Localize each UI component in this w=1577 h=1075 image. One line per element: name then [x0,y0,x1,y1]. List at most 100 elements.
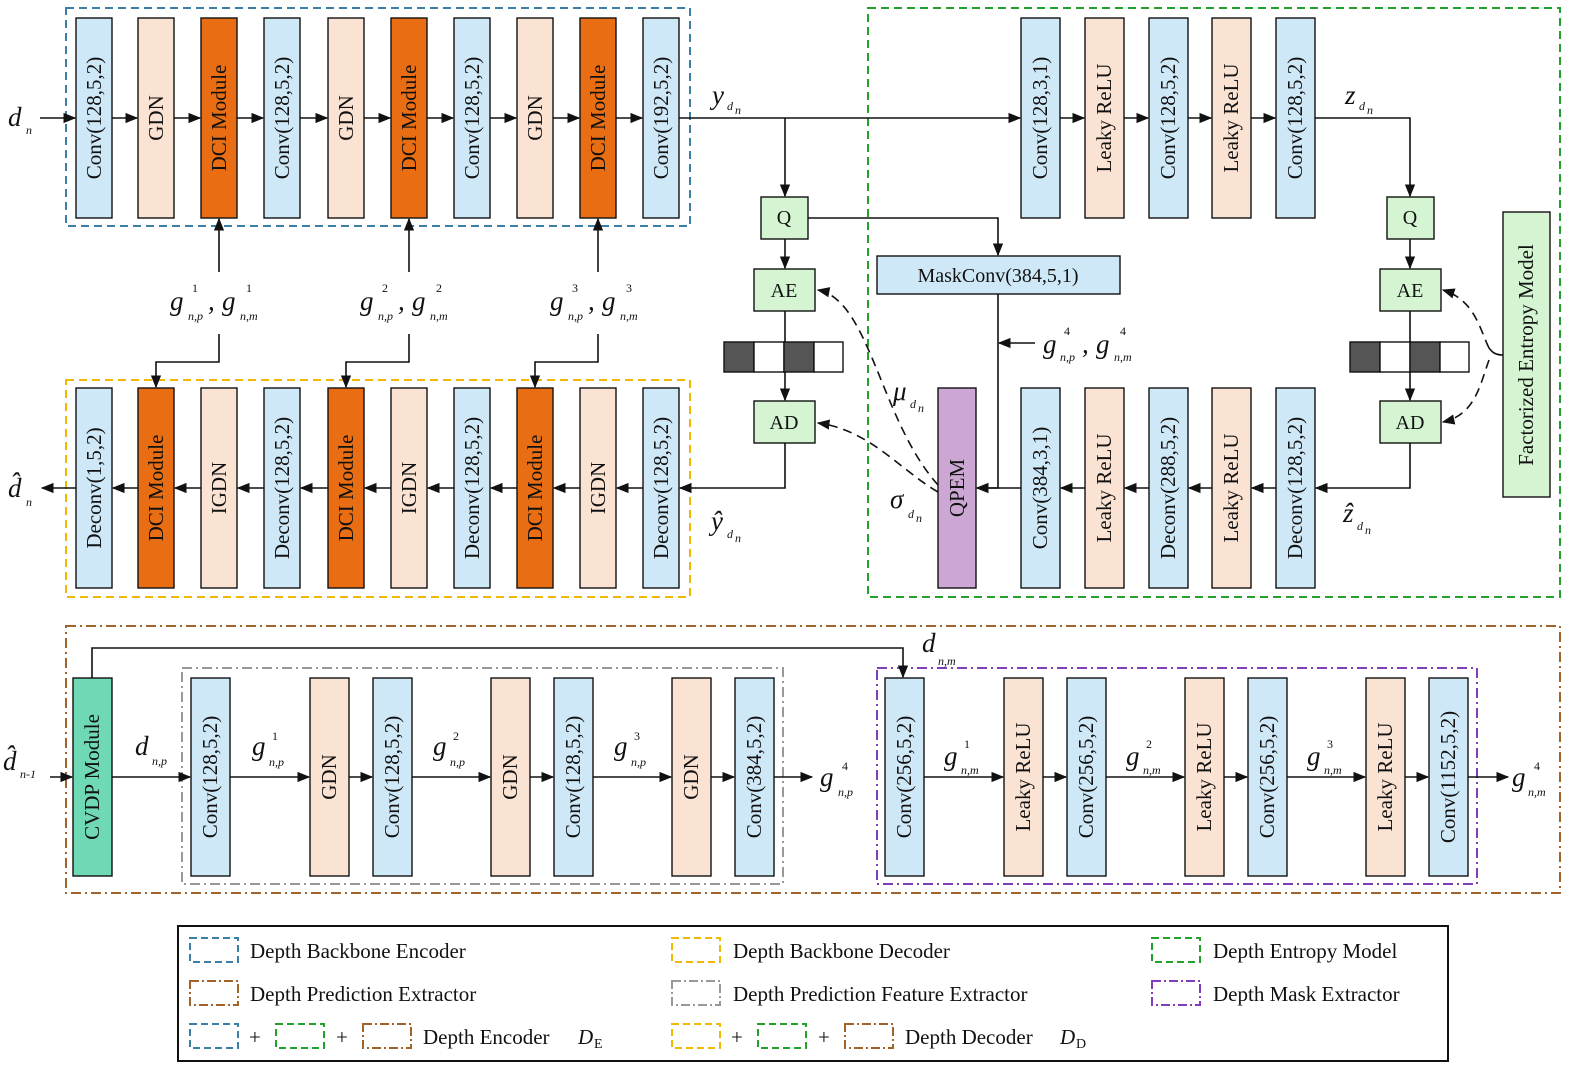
legend-item-backbone-encoder: Depth Backbone Encoder [189,937,466,963]
legend-encoder-symbol: D [577,1025,593,1049]
he-lrelu1-label: Leaky ReLU [1092,63,1116,172]
comma-g1: , [208,286,215,316]
d-n-input-symbol: d n [8,102,32,137]
g4p-main: g [1043,329,1057,359]
enc-gdn3-label: GDN [523,95,547,141]
dec-deconv3-label: Deconv(128,5,2) [460,417,484,559]
mk-conv1-label: Conv(256,5,2) [892,716,916,839]
y-dn-subsub: n [735,103,741,117]
y-hat-sub: d [727,527,734,541]
enc-dci3-block: DCI Module [579,17,617,219]
d-n-sub: n [26,123,32,137]
g1m-main: g [222,286,236,316]
enc-gdn1-block: GDN [137,17,175,219]
bitstream2 [1349,341,1470,373]
legend-item-prediction-feature-extractor: Depth Prediction Feature Extractor [671,980,1027,1006]
mk-conv1-block: Conv(256,5,2) [884,677,925,877]
g2p-sub: n,p [378,309,393,323]
g1p-sub: n,p [188,309,203,323]
legend-encoder-sub: E [594,1037,603,1052]
cvdp-label: CVDP Module [80,714,104,840]
z-hat-dn-symbol: ẑ d n [1342,498,1371,537]
mu-dn-symbol: μ d n [892,376,924,415]
dec-igdn2-block: IGDN [390,387,428,589]
hd-lrelu2-label: Leaky ReLU [1219,433,1243,542]
mu-main: μ [892,376,907,406]
g3p-sub: n,p [568,309,583,323]
legend-mask-extractor-text: Depth Mask Extractor [1213,982,1400,1006]
g2p-inline-symbol: g 2 n,p [433,729,465,769]
pf-conv4-label: Conv(384,5,2) [742,716,766,839]
ae2-label: AE [1397,280,1424,302]
g2m-inline-main: g [1126,741,1140,771]
d-nm-symbol: d n,m [922,628,956,668]
dec-deconv1-label: Deconv(1,5,2) [82,427,106,548]
g4m-out-main: g [1512,762,1526,792]
legend-backbone-encoder-text: Depth Backbone Encoder [250,939,466,963]
legend-item-prediction-extractor: Depth Prediction Extractor [189,980,476,1006]
g1p-inline-sup: 1 [272,729,278,743]
q1-label: Q [777,207,792,229]
g1p-sup: 1 [192,281,198,295]
mk-conv4-block: Conv(1152,5,2) [1428,677,1469,877]
g4m-out-sub: n,m [1528,785,1546,799]
y-dn-sub: d [727,99,734,113]
fem-label: Factorized Entropy Model [1514,244,1538,466]
hd-conv1-label: Conv(384,3,1) [1028,427,1052,550]
sigma-subsub: n [916,511,922,525]
entropy-model-frame [867,7,1561,598]
d-hat-n1-sub: n-1 [20,767,36,781]
prediction-extractor-frame [65,625,1561,894]
pf-conv2-label: Conv(128,5,2) [380,716,404,839]
enc-dci1-block: DCI Module [200,17,238,219]
comma-g2: , [398,286,405,316]
mk-conv3-block: Conv(256,5,2) [1247,677,1288,877]
enc-conv1-block: Conv(128,5,2) [75,17,113,219]
dec-dci3-label: DCI Module [523,435,547,542]
d-n-main: d [8,102,22,132]
d-hat-n1-symbol: d̂ n-1 [3,746,36,781]
g2p-main: g [360,286,374,316]
z-hat-main: ẑ [1342,498,1354,528]
q1-block: Q [760,196,809,240]
pf-conv3-block: Conv(128,5,2) [553,677,594,877]
g1p-main: g [170,286,184,316]
hd-deconv1-block: Deconv(288,5,2) [1148,387,1189,589]
enc-dci1-label: DCI Module [207,65,231,172]
legend-item-mask-extractor: Depth Mask Extractor [1151,980,1400,1006]
d-hat-n-output-symbol: d̂ n [8,473,32,509]
hd-lrelu2-block: Leaky ReLU [1211,387,1252,589]
mk-conv4-label: Conv(1152,5,2) [1436,711,1460,843]
dec-igdn3-block: IGDN [579,387,617,589]
g2m-sub: n,m [430,309,448,323]
g1m-inline-main: g [944,741,958,771]
hd-deconv2-block: Deconv(128,5,2) [1275,387,1316,589]
legend-plus-3: + [731,1025,743,1049]
enc-conv1-label: Conv(128,5,2) [82,57,106,180]
comma-g4: , [1082,329,1089,359]
g3m-inline-sub: n,m [1324,763,1342,777]
legend-plus-1: + [249,1025,261,1049]
legend-item-depth-encoder: + + Depth Encoder D E [189,1023,603,1052]
dec-deconv2-label: Deconv(128,5,2) [270,417,294,559]
g4p-out-main: g [820,762,834,792]
g1m-sub: n,m [240,309,258,323]
dec-deconv4-label: Deconv(128,5,2) [649,417,673,559]
g3p-inline-sub: n,p [631,755,646,769]
enc-gdn1-label: GDN [144,95,168,141]
g3m-inline-symbol: g 3 n,m [1307,737,1342,777]
g3p-main: g [550,286,564,316]
d-hat-n1-main: d̂ [3,746,17,776]
d-np-symbol: d n,p [135,731,167,768]
dec-deconv2-block: Deconv(128,5,2) [263,387,301,589]
mk-lrelu2-block: Leaky ReLU [1184,677,1225,877]
enc-dci3-label: DCI Module [586,65,610,172]
g4m-main: g [1096,329,1110,359]
g3p-inline-symbol: g 3 n,p [614,729,646,769]
dec-deconv4-block: Deconv(128,5,2) [642,387,680,589]
g2m-inline-sup: 2 [1146,737,1152,751]
he-lrelu2-label: Leaky ReLU [1219,63,1243,172]
dec-deconv1-block: Deconv(1,5,2) [75,387,113,589]
pf-gdn1-label: GDN [317,754,341,800]
he-conv3-label: Conv(128,5,2) [1283,57,1307,180]
